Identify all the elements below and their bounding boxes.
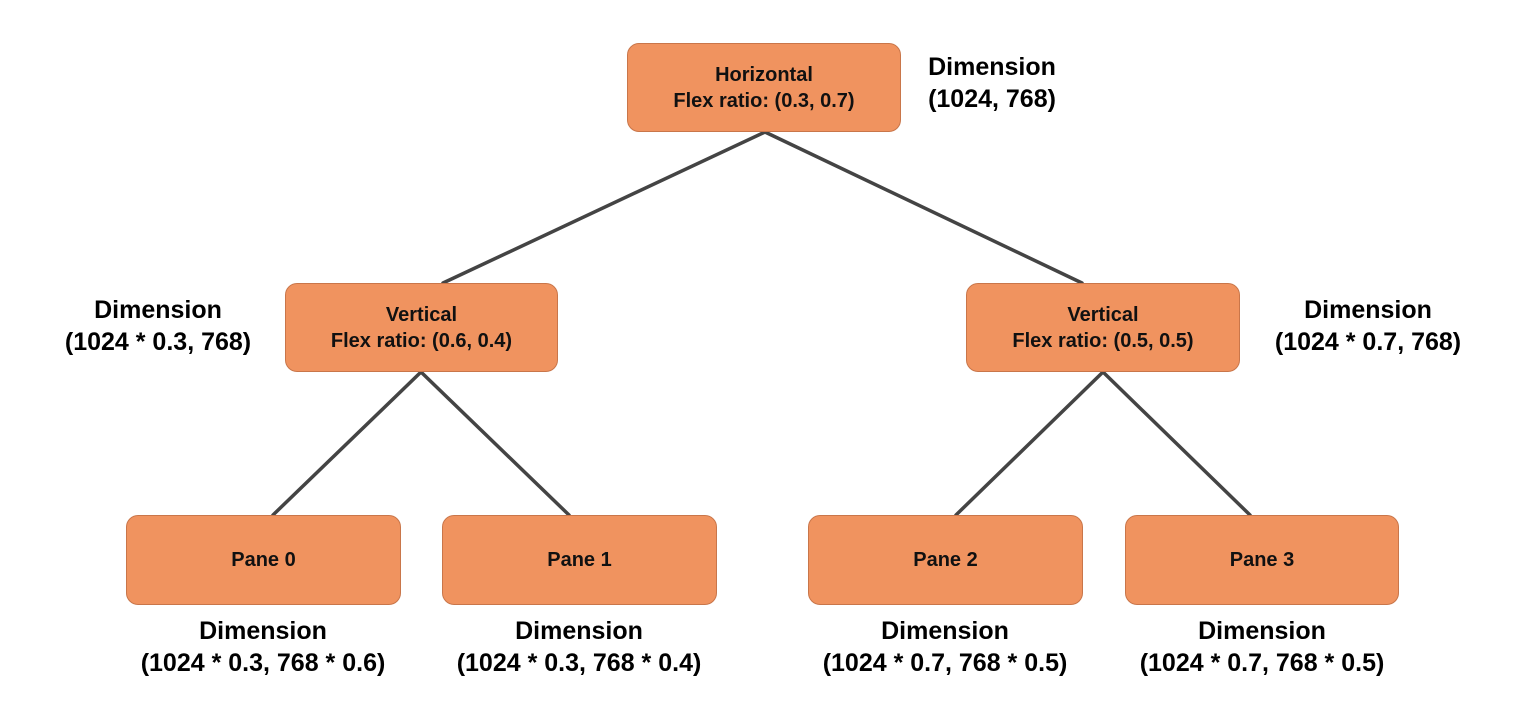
dimension-value: (1024 * 0.7, 768 * 0.5) xyxy=(1139,649,1385,677)
node-pane-2: Pane 2 xyxy=(808,515,1083,605)
node-title: Vertical xyxy=(385,303,458,326)
edge-right-pane3 xyxy=(1101,370,1252,517)
dimension-label: Dimension xyxy=(94,296,222,324)
node-title: Horizontal xyxy=(715,63,813,86)
dimension-right: Dimension (1024 * 0.7, 768) xyxy=(1250,294,1486,358)
node-pane-3: Pane 3 xyxy=(1125,515,1399,605)
dimension-pane-3: Dimension (1024 * 0.7, 768 * 0.5) xyxy=(1102,615,1422,679)
node-title: Vertical xyxy=(1067,303,1139,326)
dimension-pane-2: Dimension (1024 * 0.7, 768 * 0.5) xyxy=(785,615,1105,679)
dimension-label: Dimension xyxy=(515,617,643,645)
dimension-value: (1024 * 0.3, 768 * 0.6) xyxy=(140,649,386,677)
dimension-label: Dimension xyxy=(1304,296,1432,324)
node-vertical-left: Vertical Flex ratio: (0.6, 0.4) xyxy=(285,283,558,372)
dimension-label: Dimension xyxy=(881,617,1009,645)
dimension-label: Dimension xyxy=(199,617,327,645)
node-flex-ratio: Flex ratio: (0.6, 0.4) xyxy=(330,329,513,352)
dimension-value: (1024 * 0.3, 768) xyxy=(64,328,252,356)
dimension-root: Dimension (1024, 768) xyxy=(912,51,1072,115)
edge-right-pane2 xyxy=(954,370,1105,517)
node-title: Pane 1 xyxy=(547,549,612,571)
dimension-left: Dimension (1024 * 0.3, 768) xyxy=(40,294,276,358)
dimension-pane-0: Dimension (1024 * 0.3, 768 * 0.6) xyxy=(103,615,423,679)
node-flex-ratio: Flex ratio: (0.3, 0.7) xyxy=(673,89,855,112)
node-title: Pane 0 xyxy=(231,549,296,571)
edge-left-pane0 xyxy=(271,370,423,517)
dimension-value: (1024, 768) xyxy=(928,85,1056,113)
node-pane-0: Pane 0 xyxy=(126,515,401,605)
edge-left-pane1 xyxy=(419,370,571,517)
node-flex-ratio: Flex ratio: (0.5, 0.5) xyxy=(1012,329,1194,352)
dimension-value: (1024 * 0.7, 768) xyxy=(1274,328,1462,356)
dimension-label: Dimension xyxy=(928,53,1056,81)
edge-root-left xyxy=(441,130,767,285)
node-title: Pane 3 xyxy=(1229,549,1295,571)
dimension-pane-1: Dimension (1024 * 0.3, 768 * 0.4) xyxy=(419,615,739,679)
node-vertical-right: Vertical Flex ratio: (0.5, 0.5) xyxy=(966,283,1240,372)
edge-root-right xyxy=(763,130,1084,285)
node-title: Pane 2 xyxy=(913,549,978,571)
dimension-value: (1024 * 0.3, 768 * 0.4) xyxy=(456,649,702,677)
dimension-label: Dimension xyxy=(1198,617,1326,645)
node-pane-1: Pane 1 xyxy=(442,515,717,605)
dimension-value: (1024 * 0.7, 768 * 0.5) xyxy=(822,649,1068,677)
node-horizontal-root: Horizontal Flex ratio: (0.3, 0.7) xyxy=(627,43,901,132)
